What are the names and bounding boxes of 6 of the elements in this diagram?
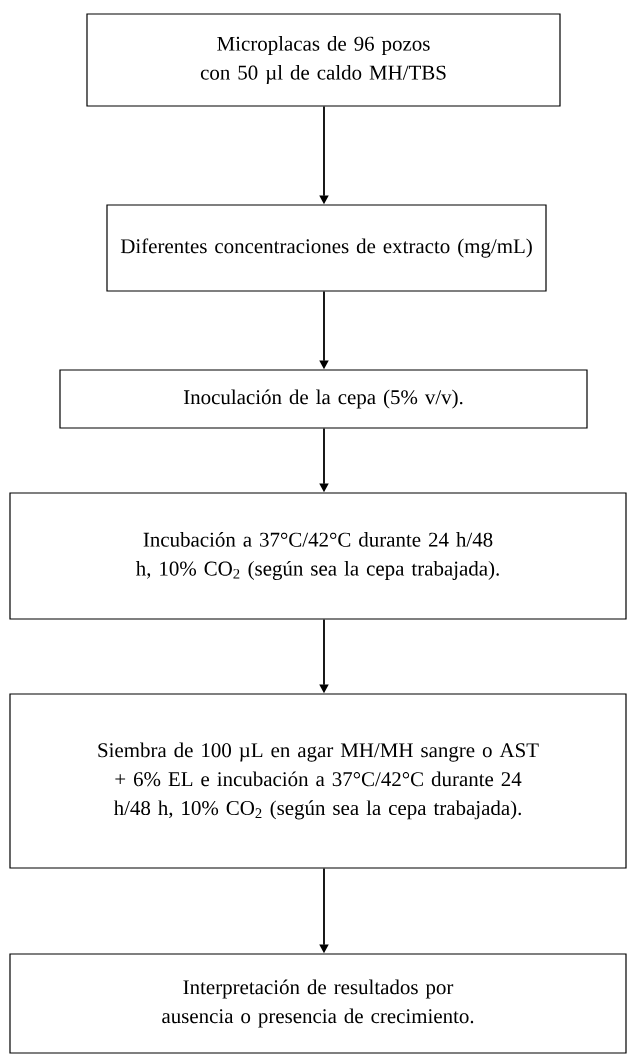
process-box: Microplacas de 96 pozos con 50 µl de caldo MH/TBS: [86, 13, 561, 107]
process-box: Inoculación de la cepa (5% v/v).: [59, 369, 588, 429]
process-box: Siembra de 100 µL en agar MH/MH sangre o AST + 6% EL e incubación a 37°C/42°C durante 24 h/48 h, 10% CO$_{2}$ (según sea la cepa trabajada).: [9, 693, 627, 869]
process-box: Interpretación de resultados por ausencia o presencia de crecimiento.: [9, 953, 627, 1054]
process-box: Incubación a 37°C/42°C durante 24 h/48 h, 10% CO$_{2}$ (según sea la cepa trabajada).: [9, 492, 627, 620]
process-box: Diferentes concentraciones de extracto (mg/mL): [106, 204, 547, 292]
